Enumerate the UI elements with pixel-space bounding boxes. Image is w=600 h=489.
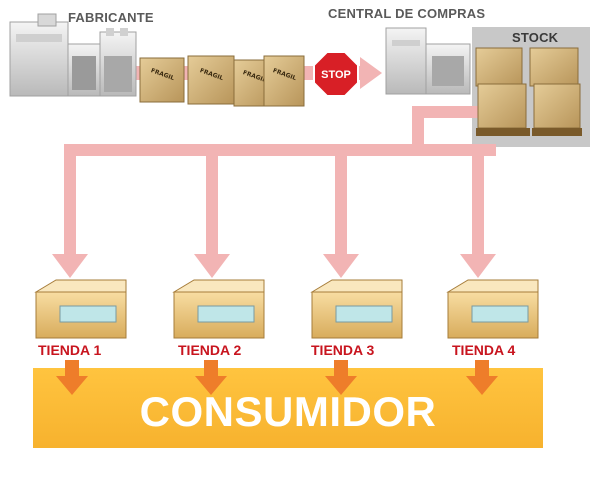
consumer-arrow-1-head [56,376,88,395]
manufacturer-label: FABRICANTE [68,10,154,25]
box-4: FRAGIL [263,55,305,107]
stock-label: STOCK [512,30,559,45]
store-icon-3 [310,279,403,339]
store-icon-4 [446,279,539,339]
consumer-arrow-1-shaft [65,360,79,378]
consumer-arrow-3-head [325,376,357,395]
box-2: FRAGIL [187,55,235,105]
consumer-arrow-4-shaft [475,360,489,378]
consumer-band [33,368,543,448]
consumer-label: CONSUMIDOR [139,388,437,435]
purchasing-label: CENTRAL DE COMPRAS [328,6,486,21]
distribution-arrows [52,106,496,278]
store-icon-2 [172,279,265,339]
stock-pallets-icon [475,47,582,136]
store-label-4: TIENDA 4 [452,342,516,358]
consumer-arrow-2-shaft [204,360,218,378]
warehouse-icon [385,27,471,95]
consumer-arrow-4-head [466,376,498,395]
consumer-arrow-2-head [195,376,227,395]
consumer-arrow-3-shaft [334,360,348,378]
store-label-3: TIENDA 3 [311,342,375,358]
store-icon-1 [34,279,127,339]
stop-label: STOP [321,69,351,81]
boxes-in-transit: FRAGIL FRAGIL FRAGIL FRAGIL [139,55,305,107]
store-label-2: TIENDA 2 [178,342,242,358]
box-1: FRAGIL [139,57,185,103]
factory-icon [9,13,137,97]
stop-sign-icon: STOP [313,51,359,97]
store-label-1: TIENDA 1 [38,342,102,358]
